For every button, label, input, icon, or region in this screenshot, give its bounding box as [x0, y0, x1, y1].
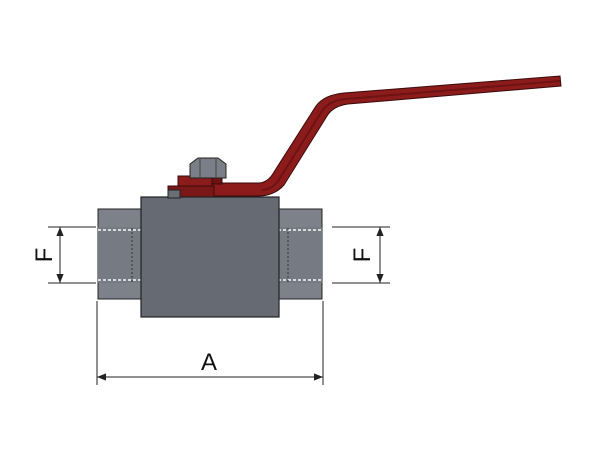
- handle-lever-edge: [261, 80, 561, 191]
- dim-a-label: A: [201, 349, 217, 376]
- left-thread-band: [98, 227, 142, 283]
- dim-f-right-label: F: [349, 248, 376, 263]
- stem-nut: [189, 157, 227, 179]
- dim-f-left-label: F: [31, 248, 58, 263]
- valve-body: [140, 196, 280, 318]
- right-thread-band: [278, 227, 322, 283]
- handle-lever: [177, 75, 562, 197]
- valve-body-bolt: [167, 189, 181, 199]
